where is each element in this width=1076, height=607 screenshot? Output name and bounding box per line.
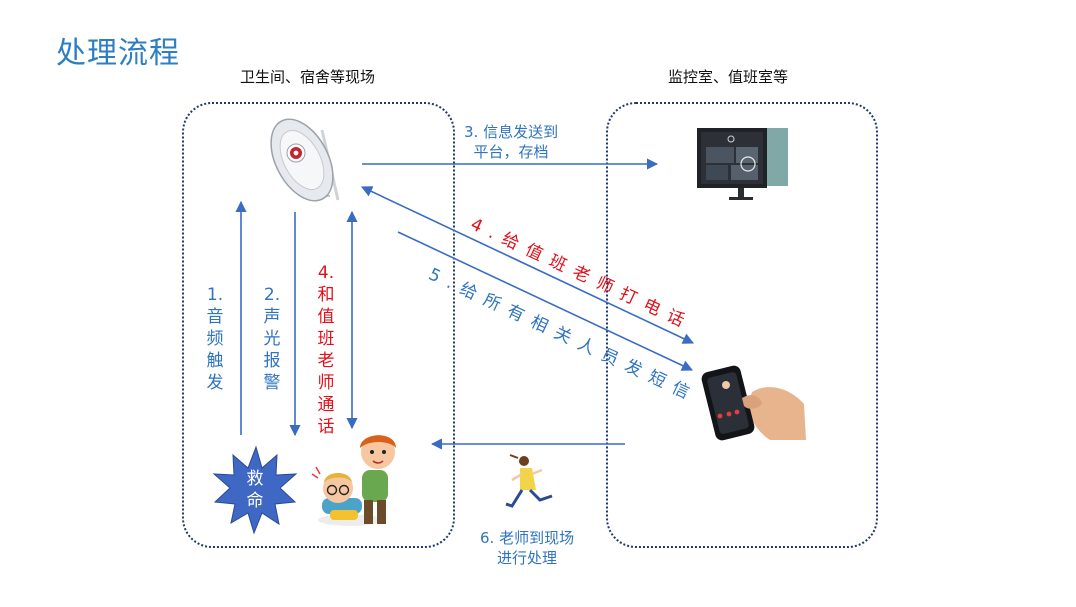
step-2-char: 光 (261, 328, 283, 350)
step-1-char: 1. (204, 284, 226, 306)
step-1-char: 音 (204, 306, 226, 328)
step-1-label: 1. 音 频 触 发 (204, 284, 226, 394)
step-4-char: 通 (315, 394, 337, 416)
kids-illustration (312, 435, 396, 526)
step-2-char: 2. (261, 284, 283, 306)
smartphone-icon (700, 364, 806, 442)
running-teacher-icon (506, 455, 552, 506)
help-badge-char: 命 (243, 490, 267, 512)
step-4-char: 老 (315, 350, 337, 372)
alarm-device-icon (258, 109, 345, 211)
monitor-icon (697, 128, 788, 200)
step-4-char: 师 (315, 372, 337, 394)
step-4-char: 值 (315, 306, 337, 328)
step-3-line: 平台，存档 (464, 142, 558, 162)
step-4-char: 话 (315, 416, 337, 438)
step-3-label: 3. 信息发送到 平台，存档 (464, 122, 558, 162)
step-2-char: 声 (261, 306, 283, 328)
step-4-char: 4. (315, 262, 337, 284)
step-6-label: 6. 老师到现场 进行处理 (480, 528, 574, 568)
step-1-char: 发 (204, 372, 226, 394)
step-1-char: 触 (204, 350, 226, 372)
step-4-char: 班 (315, 328, 337, 350)
step-2-label: 2. 声 光 报 警 (261, 284, 283, 394)
step-4-intercom-label: 4. 和 值 班 老 师 通 话 (315, 262, 337, 438)
step-4-char: 和 (315, 284, 337, 306)
step-6-line: 6. 老师到现场 (480, 528, 574, 548)
step-6-line: 进行处理 (480, 548, 574, 568)
step-2-char: 报 (261, 350, 283, 372)
step-1-char: 频 (204, 328, 226, 350)
help-badge-char: 救 (243, 468, 267, 490)
step-3-line: 3. 信息发送到 (464, 122, 558, 142)
help-badge-text: 救 命 (243, 468, 267, 512)
step-2-char: 警 (261, 372, 283, 394)
